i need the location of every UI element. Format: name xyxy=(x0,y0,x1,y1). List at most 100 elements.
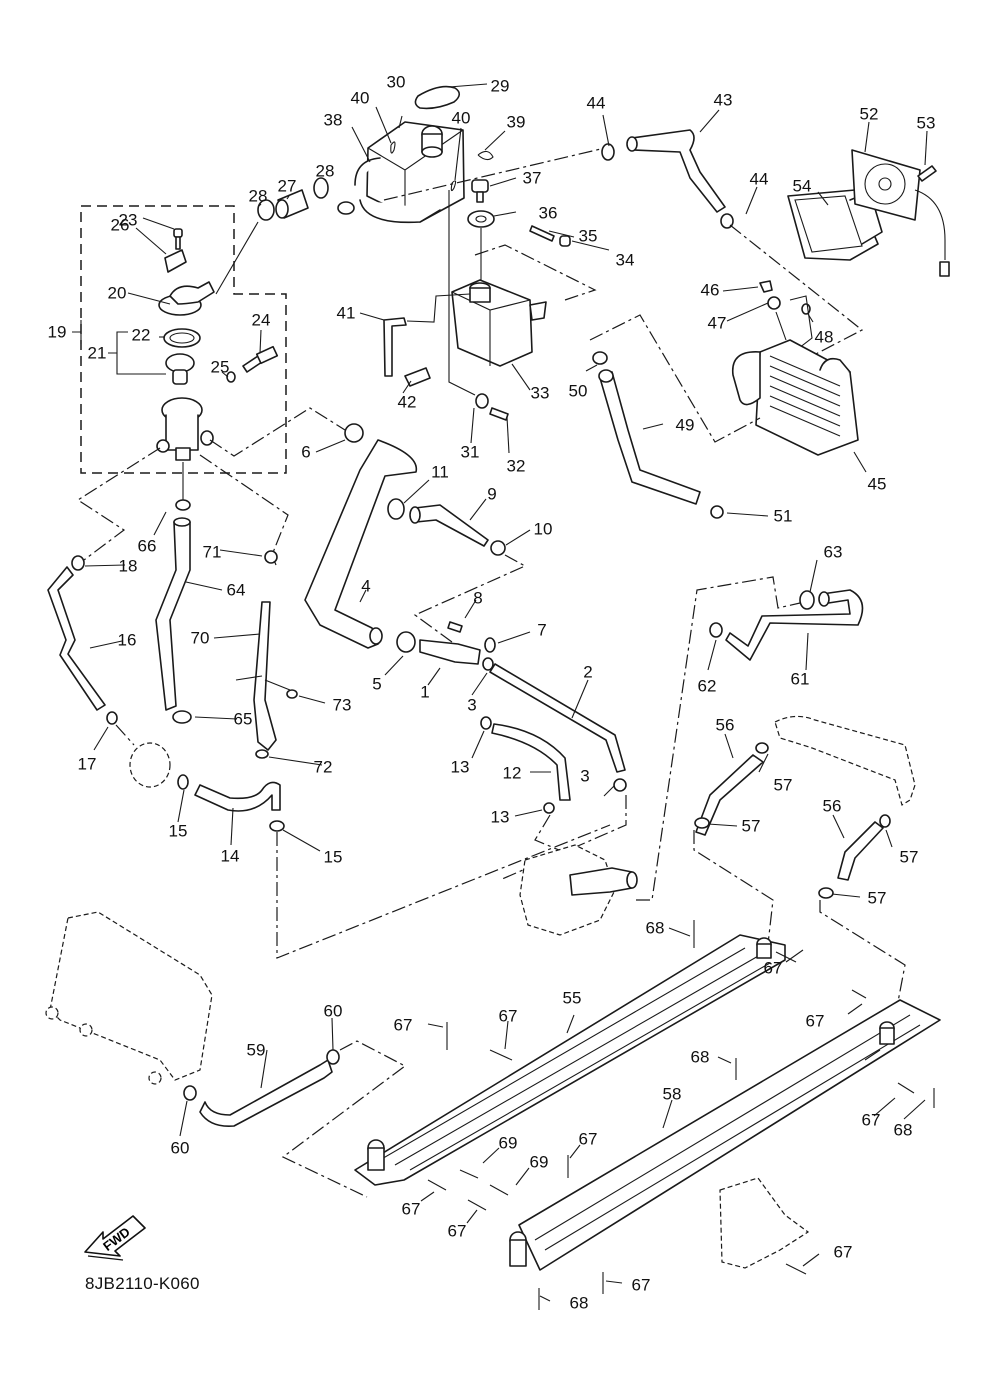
callout-2: 2 xyxy=(583,662,593,682)
clamp-71 xyxy=(264,550,278,564)
callout-71: 71 xyxy=(202,542,222,562)
clamp-51 xyxy=(710,505,724,519)
bracket-21 xyxy=(108,331,166,375)
callout-62: 62 xyxy=(697,676,717,696)
callout-54: 54 xyxy=(792,176,812,196)
callout-63: 63 xyxy=(823,542,843,562)
clamp-63 xyxy=(799,590,815,610)
callout-57: 57 xyxy=(867,888,887,908)
rivet-67a xyxy=(775,951,797,963)
mounting-bracket xyxy=(719,1177,810,1269)
clamp-73 xyxy=(286,689,298,699)
clamp-5 xyxy=(396,631,416,653)
callout-67: 67 xyxy=(401,1199,421,1219)
callout-70: 70 xyxy=(190,628,210,648)
clamp-13a xyxy=(480,716,492,730)
callout-72: 72 xyxy=(313,757,333,777)
rivet-67g xyxy=(427,1179,447,1191)
bolt-23 xyxy=(173,228,183,250)
fan-motor-52 xyxy=(851,149,950,277)
callout-44: 44 xyxy=(749,169,769,189)
clamp-57a xyxy=(755,742,769,754)
clamp-60b xyxy=(183,1085,197,1101)
callout-69: 69 xyxy=(498,1133,518,1153)
callout-60: 60 xyxy=(323,1001,343,1021)
callout-45: 45 xyxy=(867,474,887,494)
collar-31 xyxy=(475,393,489,409)
grommet-36 xyxy=(467,210,495,228)
clamp-17 xyxy=(106,711,118,725)
callout-33: 33 xyxy=(530,383,550,403)
clip-40b xyxy=(450,180,457,192)
callout-5: 5 xyxy=(372,674,382,694)
clamp-42 xyxy=(404,367,431,387)
clamp-15b xyxy=(269,820,285,832)
clamp-72 xyxy=(255,749,269,759)
callout-51: 51 xyxy=(773,506,793,526)
clamp-11 xyxy=(387,498,405,520)
callout-19: 19 xyxy=(47,322,67,342)
callout-25: 25 xyxy=(210,357,230,377)
pump-cover xyxy=(129,742,171,788)
callout-34: 34 xyxy=(615,250,635,270)
rivet-67e xyxy=(897,1082,915,1094)
hose-61 xyxy=(725,589,864,661)
hose-70 xyxy=(253,601,277,751)
callout-35: 35 xyxy=(578,226,598,246)
callout-15: 15 xyxy=(168,821,188,841)
hose-56a xyxy=(695,754,764,836)
callout-26: 26 xyxy=(110,215,130,235)
temperature-sender-24 xyxy=(242,345,279,373)
hose-16 xyxy=(47,566,106,711)
clamp-3a xyxy=(482,657,494,671)
dash-60-55 xyxy=(281,1040,407,1198)
fitting-37 xyxy=(471,179,489,203)
cap-29 xyxy=(414,85,461,110)
callout-3: 3 xyxy=(580,766,590,786)
callout-40: 40 xyxy=(451,108,471,128)
overflow-pipe-38 xyxy=(354,157,441,224)
clamp-60a xyxy=(326,1049,340,1065)
bolt-8 xyxy=(447,621,463,633)
callout-32: 32 xyxy=(506,456,526,476)
clamp-28a xyxy=(257,199,275,221)
rivet-67d xyxy=(851,989,867,999)
connector-line-31 xyxy=(448,190,476,396)
clamp-50 xyxy=(592,351,608,365)
rivet-69b xyxy=(489,1184,509,1196)
callout-31: 31 xyxy=(460,442,480,462)
pipe-1 xyxy=(419,639,481,665)
callout-3: 3 xyxy=(467,695,477,715)
dash-15-bottom xyxy=(276,824,611,959)
reservoir-bottle-33 xyxy=(451,279,547,367)
thermostat-housing xyxy=(156,397,214,461)
callout-46: 46 xyxy=(700,280,720,300)
callout-23: 23 xyxy=(118,210,138,230)
front-radiator xyxy=(49,911,213,1081)
callout-11: 11 xyxy=(431,462,449,482)
front-radiator-port-b xyxy=(79,1023,93,1037)
washer-25 xyxy=(226,371,236,383)
callout-56: 56 xyxy=(715,715,735,735)
callout-73: 73 xyxy=(332,695,352,715)
hose-4 xyxy=(304,439,418,649)
callout-29: 29 xyxy=(490,76,510,96)
callout-64: 64 xyxy=(226,580,246,600)
fitting-38 xyxy=(337,201,355,215)
callout-69: 69 xyxy=(529,1152,549,1172)
hose-14 xyxy=(194,781,281,812)
callout-9: 9 xyxy=(487,484,497,504)
callout-15: 15 xyxy=(323,847,343,867)
callout-28: 28 xyxy=(248,186,268,206)
callout-67: 67 xyxy=(498,1006,518,1026)
clamp-44a xyxy=(601,143,615,161)
callout-10: 10 xyxy=(533,519,553,539)
rivet-67i xyxy=(785,1263,807,1275)
screw-53 xyxy=(917,165,937,182)
rivet-67h xyxy=(467,1199,487,1211)
callout-14: 14 xyxy=(220,846,240,866)
hose-49 xyxy=(599,371,701,505)
dash-17-pump xyxy=(115,724,135,746)
callout-50: 50 xyxy=(568,381,588,401)
